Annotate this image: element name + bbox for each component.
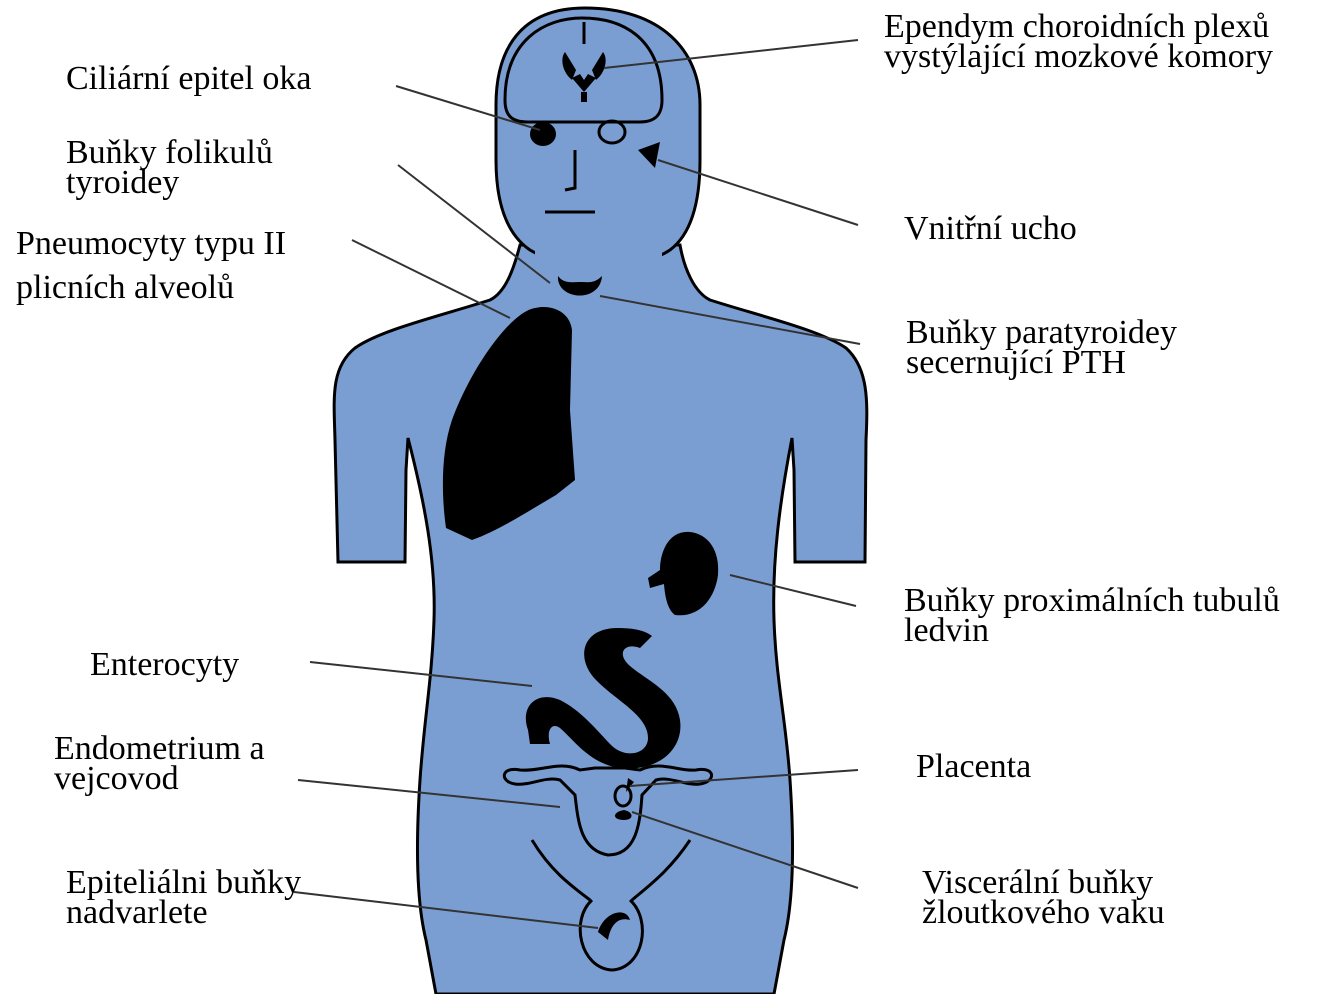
label-pneumocyty-line-2: plicních alveolů — [16, 266, 286, 310]
eye-left — [530, 122, 556, 146]
label-pneumocyty: Pneumocyty typu II plicních alveolů — [16, 222, 286, 310]
label-folikuly: Buňky folikulů tyroidey — [66, 138, 273, 198]
neck — [535, 240, 662, 296]
label-visceralni: Viscerální buňky žloutkového vaku — [922, 868, 1165, 928]
label-placenta-line-1: Placenta — [916, 752, 1031, 782]
leader-pneumocyty — [352, 240, 510, 318]
label-endometrium-line-2: vejcovod — [54, 764, 265, 794]
label-endometrium: Endometrium a vejcovod — [54, 734, 265, 794]
label-ependym-line-2: vystýlající mozkové komory — [884, 42, 1273, 72]
head — [496, 8, 700, 265]
label-placenta: Placenta — [916, 752, 1031, 782]
label-tubuly: Buňky proximálních tubulů ledvin — [904, 586, 1280, 646]
label-pneumocyty-line-1: Pneumocyty typu II — [16, 222, 286, 266]
label-paratyroidea-line-2: secernující PTH — [906, 348, 1177, 378]
label-paratyroidea: Buňky paratyroidey secernující PTH — [906, 318, 1177, 378]
label-enterocyty: Enterocyty — [90, 650, 239, 680]
label-ciliarni-line-1: Ciliární epitel oka — [66, 64, 312, 94]
label-epitelialni: Epiteliálni buňky nadvarlete — [66, 868, 301, 928]
label-epitelialni-line-2: nadvarlete — [66, 898, 301, 928]
label-ucho: Vnitřní ucho — [904, 214, 1077, 244]
label-ucho-line-1: Vnitřní ucho — [904, 214, 1077, 244]
label-folikuly-line-2: tyroidey — [66, 168, 273, 198]
label-tubuly-line-2: ledvin — [904, 616, 1280, 646]
label-visceralni-line-2: žloutkového vaku — [922, 898, 1165, 928]
label-ependym: Ependym choroidních plexů vystýlající mo… — [884, 12, 1273, 72]
torso — [334, 245, 867, 994]
label-enterocyty-line-1: Enterocyty — [90, 650, 239, 680]
label-ciliarni: Ciliární epitel oka — [66, 64, 312, 94]
